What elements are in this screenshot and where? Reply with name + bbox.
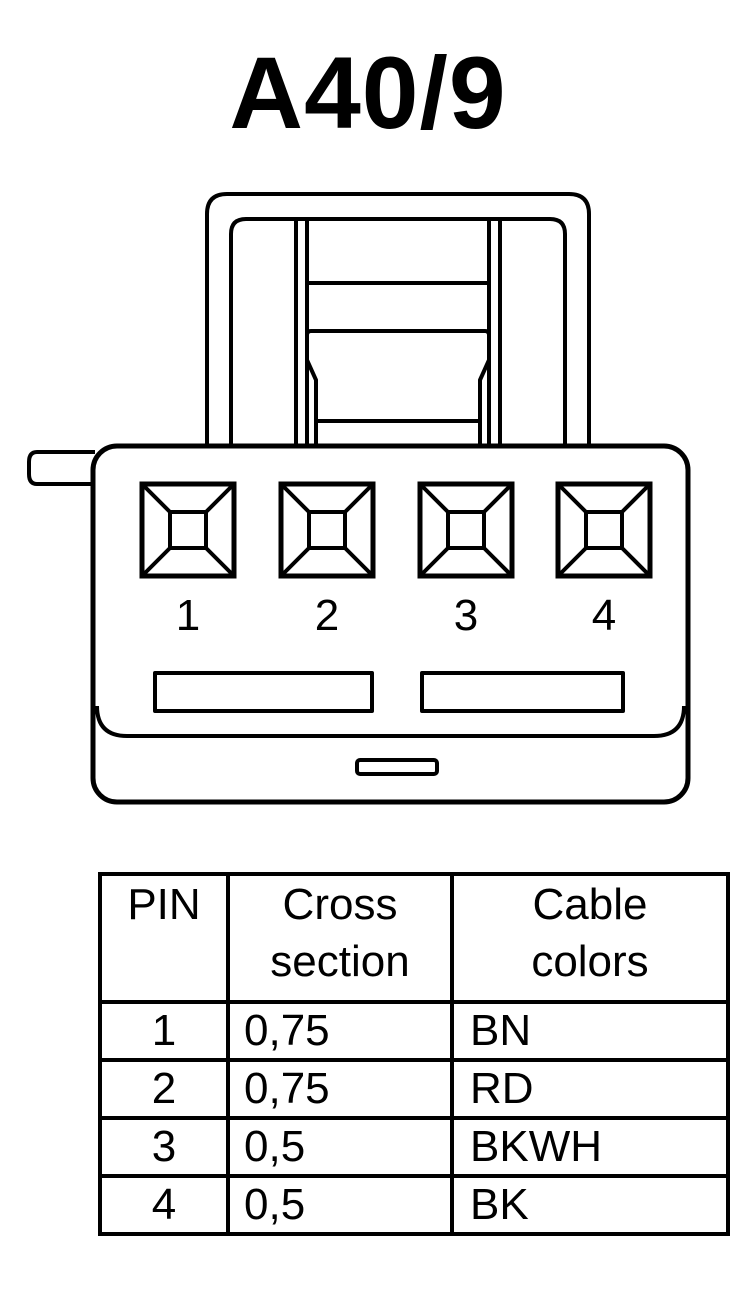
table-row: 3 0,5 BKWH <box>98 1116 730 1178</box>
bottom-notch <box>355 758 439 776</box>
pin-terminal-4 <box>555 481 653 579</box>
key-slot-left <box>153 671 374 713</box>
locking-latch <box>205 192 591 446</box>
key-slot-right <box>420 671 625 713</box>
pin-number-label: 3 <box>454 591 478 640</box>
pin-terminal-1 <box>139 481 237 579</box>
table-row: 4 0,5 BK <box>98 1174 730 1236</box>
pin-number-label: 4 <box>592 591 616 640</box>
cell-cross-section: 0,75 <box>226 1058 454 1120</box>
cell-pin: 4 <box>98 1174 230 1236</box>
pin-terminal-2 <box>278 481 376 579</box>
cell-cross-section: 0,5 <box>226 1116 454 1178</box>
connector-housing <box>90 443 691 805</box>
table-header-row: PIN Cross section Cable colors <box>98 872 730 1004</box>
cell-cross-section: 0,5 <box>226 1174 454 1236</box>
pin-assignment-table: PIN Cross section Cable colors 1 0,75 BN… <box>98 872 730 1236</box>
header-cable-colors: Cable colors <box>450 872 730 1004</box>
connector-diagram: 1 2 3 4 <box>27 192 691 805</box>
table-row: 1 0,75 BN <box>98 1000 730 1062</box>
pin-number-label: 2 <box>315 591 339 640</box>
header-pin: PIN <box>98 872 230 1004</box>
pin-terminal-3 <box>417 481 515 579</box>
cell-pin: 2 <box>98 1058 230 1120</box>
connector-title: A40/9 <box>229 36 507 150</box>
cell-pin: 1 <box>98 1000 230 1062</box>
table-row: 2 0,75 RD <box>98 1058 730 1120</box>
side-tab <box>27 450 95 486</box>
cell-cable-color: BK <box>450 1174 730 1236</box>
pin-number-label: 1 <box>176 591 200 640</box>
cell-pin: 3 <box>98 1116 230 1178</box>
cell-cable-color: BN <box>450 1000 730 1062</box>
cell-cable-color: BKWH <box>450 1116 730 1178</box>
cell-cable-color: RD <box>450 1058 730 1120</box>
header-cross-section: Cross section <box>226 872 454 1004</box>
cell-cross-section: 0,75 <box>226 1000 454 1062</box>
